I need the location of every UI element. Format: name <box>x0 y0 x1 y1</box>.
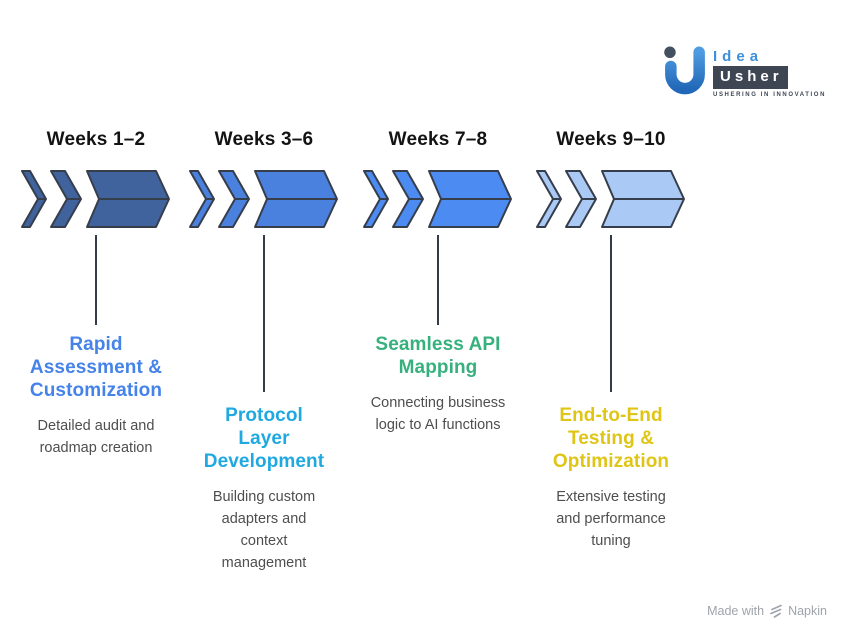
phase-title: End-to-End Testing & Optimization <box>531 404 691 473</box>
napkin-logo-icon <box>770 604 782 618</box>
logo-tagline: USHERING IN INNOVATION <box>713 92 826 98</box>
chevron-arrow-icon <box>363 170 512 228</box>
desc-line: management <box>221 555 307 571</box>
phase-title: Rapid Assessment & Customization <box>16 333 176 402</box>
chevron-arrow-icon <box>536 170 685 228</box>
phase-description: Connecting business logic to AI function… <box>358 392 518 436</box>
napkin-label: Napkin <box>788 604 827 618</box>
desc-line: roadmap creation <box>39 440 153 456</box>
desc-line: Extensive testing <box>556 489 666 505</box>
desc-line: context <box>240 533 288 549</box>
connector-line <box>95 235 97 325</box>
connector-line <box>437 235 439 325</box>
week-label: Weeks 9–10 <box>556 129 666 150</box>
timeline-column-2: Weeks 3–6 Protocol Layer Development Bui… <box>184 128 344 574</box>
desc-line: and performance <box>556 511 666 527</box>
logo-idea-text: Idea <box>713 48 764 65</box>
desc-line: Building custom <box>212 489 316 505</box>
title-line: Optimization <box>552 451 670 472</box>
timeline-column-4: Weeks 9–10 End-to-End Testing & Optimiza… <box>531 128 691 552</box>
title-line: Rapid <box>69 334 123 355</box>
desc-line: Connecting business <box>370 395 506 411</box>
timeline-column-1: Weeks 1–2 Rapid Assessment & Customizati… <box>16 128 176 459</box>
title-line: Assessment & <box>29 357 163 378</box>
title-line: Testing & <box>567 428 655 449</box>
title-line: Customization <box>29 380 163 401</box>
made-with-label: Made with <box>707 604 765 618</box>
connector-line <box>610 235 612 392</box>
idea-usher-logo: Idea Usher USHERING IN INNOVATION <box>662 42 826 98</box>
title-line: Mapping <box>398 357 478 378</box>
week-label: Weeks 7–8 <box>388 129 488 150</box>
phase-description: Extensive testing and performance tuning <box>531 486 691 552</box>
title-line: Seamless API <box>375 334 501 355</box>
desc-line: logic to AI functions <box>375 417 501 433</box>
desc-line: adapters and <box>221 511 307 527</box>
idea-usher-u-mark-icon <box>664 46 705 95</box>
week-label: Weeks 3–6 <box>214 129 314 150</box>
made-with-napkin-attribution: Made with Napkin <box>707 604 827 618</box>
connector-line <box>263 235 265 392</box>
phase-title: Seamless API Mapping <box>358 333 518 379</box>
title-line: Protocol <box>225 405 303 426</box>
timeline-column-3: Weeks 7–8 Seamless API Mapping Connectin… <box>358 128 518 436</box>
chevron-arrow-icon <box>21 170 170 228</box>
chevron-arrow-icon <box>189 170 338 228</box>
title-line: End-to-End <box>559 405 663 426</box>
title-line: Development <box>203 451 325 472</box>
logo-wordmark: Idea Usher USHERING IN INNOVATION <box>713 42 826 98</box>
logo-usher-text: Usher <box>713 66 788 89</box>
phase-description: Detailed audit and roadmap creation <box>16 415 176 459</box>
desc-line: tuning <box>591 533 631 549</box>
phase-title: Protocol Layer Development <box>184 404 344 473</box>
title-line: Layer <box>238 428 290 449</box>
phase-description: Building custom adapters and context man… <box>184 486 344 574</box>
week-label: Weeks 1–2 <box>46 129 146 150</box>
desc-line: Detailed audit and <box>37 418 155 434</box>
